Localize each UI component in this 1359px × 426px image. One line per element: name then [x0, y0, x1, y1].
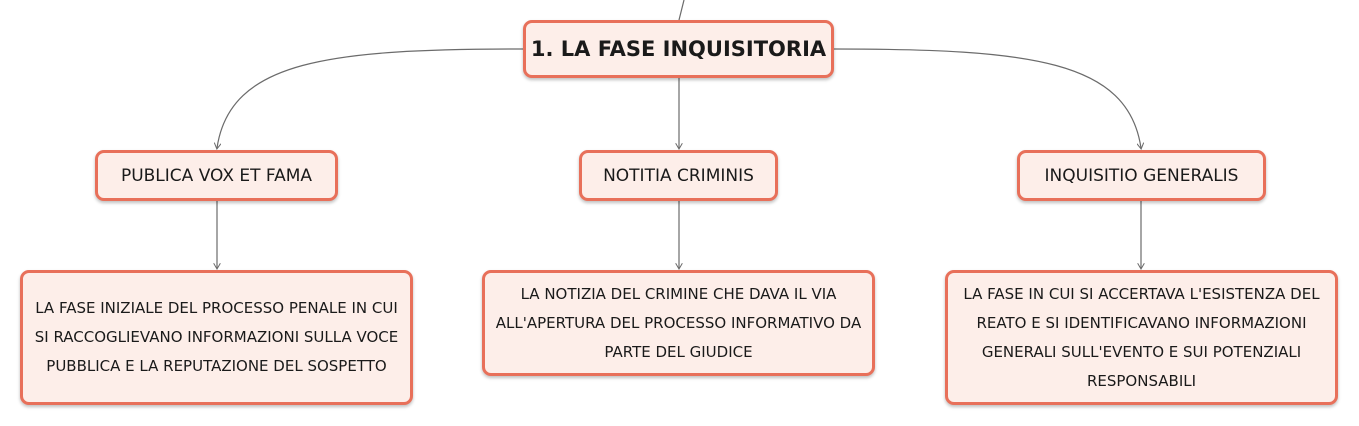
description-text: LA NOTIZIA DEL CRIMINE CHE DAVA IL VIA A… [495, 284, 862, 361]
branch-topic-label: NOTITIA CRIMINIS [603, 165, 754, 186]
branch-topic-inquisitio-generalis[interactable]: INQUISITIO GENERALIS [1017, 150, 1266, 201]
description-topic-notitia-criminis[interactable]: LA NOTIZIA DEL CRIMINE CHE DAVA IL VIA A… [482, 270, 875, 376]
connector-root-to-branch-1 [217, 48, 524, 148]
branch-topic-label: INQUISITIO GENERALIS [1044, 165, 1239, 186]
description-text: LA FASE IN CUI SI ACCERTAVA L'ESISTENZA … [963, 284, 1320, 390]
parent-connector [678, 0, 685, 21]
branch-topic-publica-vox-et-fama[interactable]: PUBLICA VOX ET FAMA [95, 150, 338, 201]
connector-root-to-branch-3 [833, 48, 1141, 148]
branch-topic-notitia-criminis[interactable]: NOTITIA CRIMINIS [579, 150, 778, 201]
root-topic-label: 1. LA FASE INQUISITORIA [530, 37, 827, 61]
branch-topic-label: PUBLICA VOX ET FAMA [120, 165, 313, 186]
description-text: LA FASE INIZIALE DEL PROCESSO PENALE IN … [34, 299, 399, 375]
description-topic-publica-vox-et-fama[interactable]: LA FASE INIZIALE DEL PROCESSO PENALE IN … [20, 270, 413, 405]
root-topic[interactable]: 1. LA FASE INQUISITORIA [523, 20, 834, 78]
description-topic-inquisitio-generalis[interactable]: LA FASE IN CUI SI ACCERTAVA L'ESISTENZA … [945, 270, 1338, 405]
